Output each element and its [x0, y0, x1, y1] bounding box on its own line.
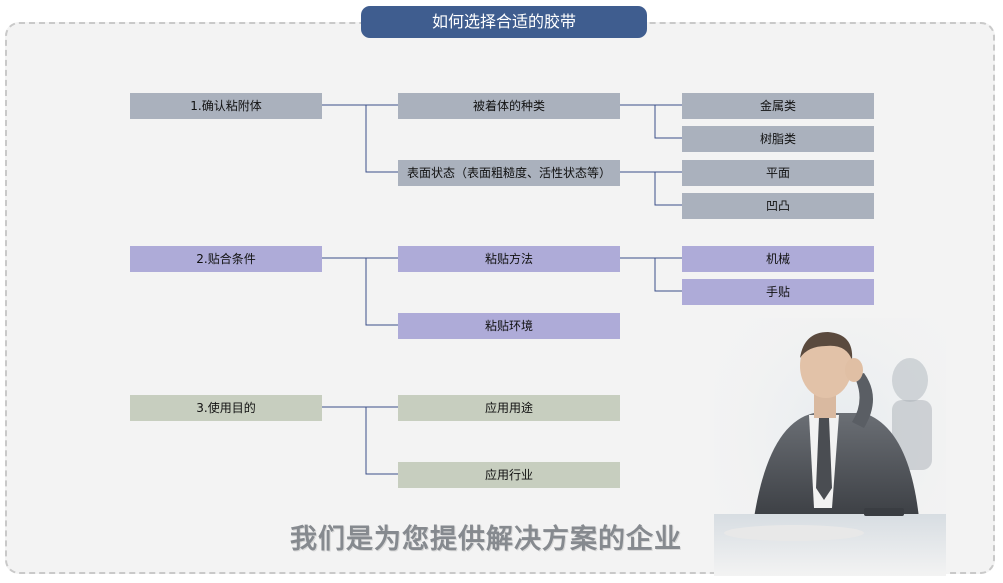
group-1-child-2-box: 表面状态（表面粗糙度、活性状态等）: [398, 160, 620, 186]
group-3-box: 3.使用目的: [130, 395, 322, 421]
group-2-child-2-box: 粘贴环境: [398, 313, 620, 339]
leaf-uneven-box: 凹凸: [682, 193, 874, 219]
businessman-photo: [714, 318, 946, 576]
leaf-flat-box: 平面: [682, 160, 874, 186]
group-1-child-1-box: 被着体的种类: [398, 93, 620, 119]
group-3-child-1-box: 应用用途: [398, 395, 620, 421]
group-2-box: 2.贴合条件: [130, 246, 322, 272]
group-1-box: 1.确认粘附体: [130, 93, 322, 119]
group-2-child-1-box: 粘贴方法: [398, 246, 620, 272]
slogan-text: 我们是为您提供解决方案的企业: [290, 524, 682, 555]
page-title: 如何选择合适的胶带: [361, 6, 647, 38]
leaf-hand-box: 手贴: [682, 279, 874, 305]
group-3-child-2-box: 应用行业: [398, 462, 620, 488]
leaf-metal-box: 金属类: [682, 93, 874, 119]
leaf-machine-box: 机械: [682, 246, 874, 272]
leaf-resin-box: 树脂类: [682, 126, 874, 152]
